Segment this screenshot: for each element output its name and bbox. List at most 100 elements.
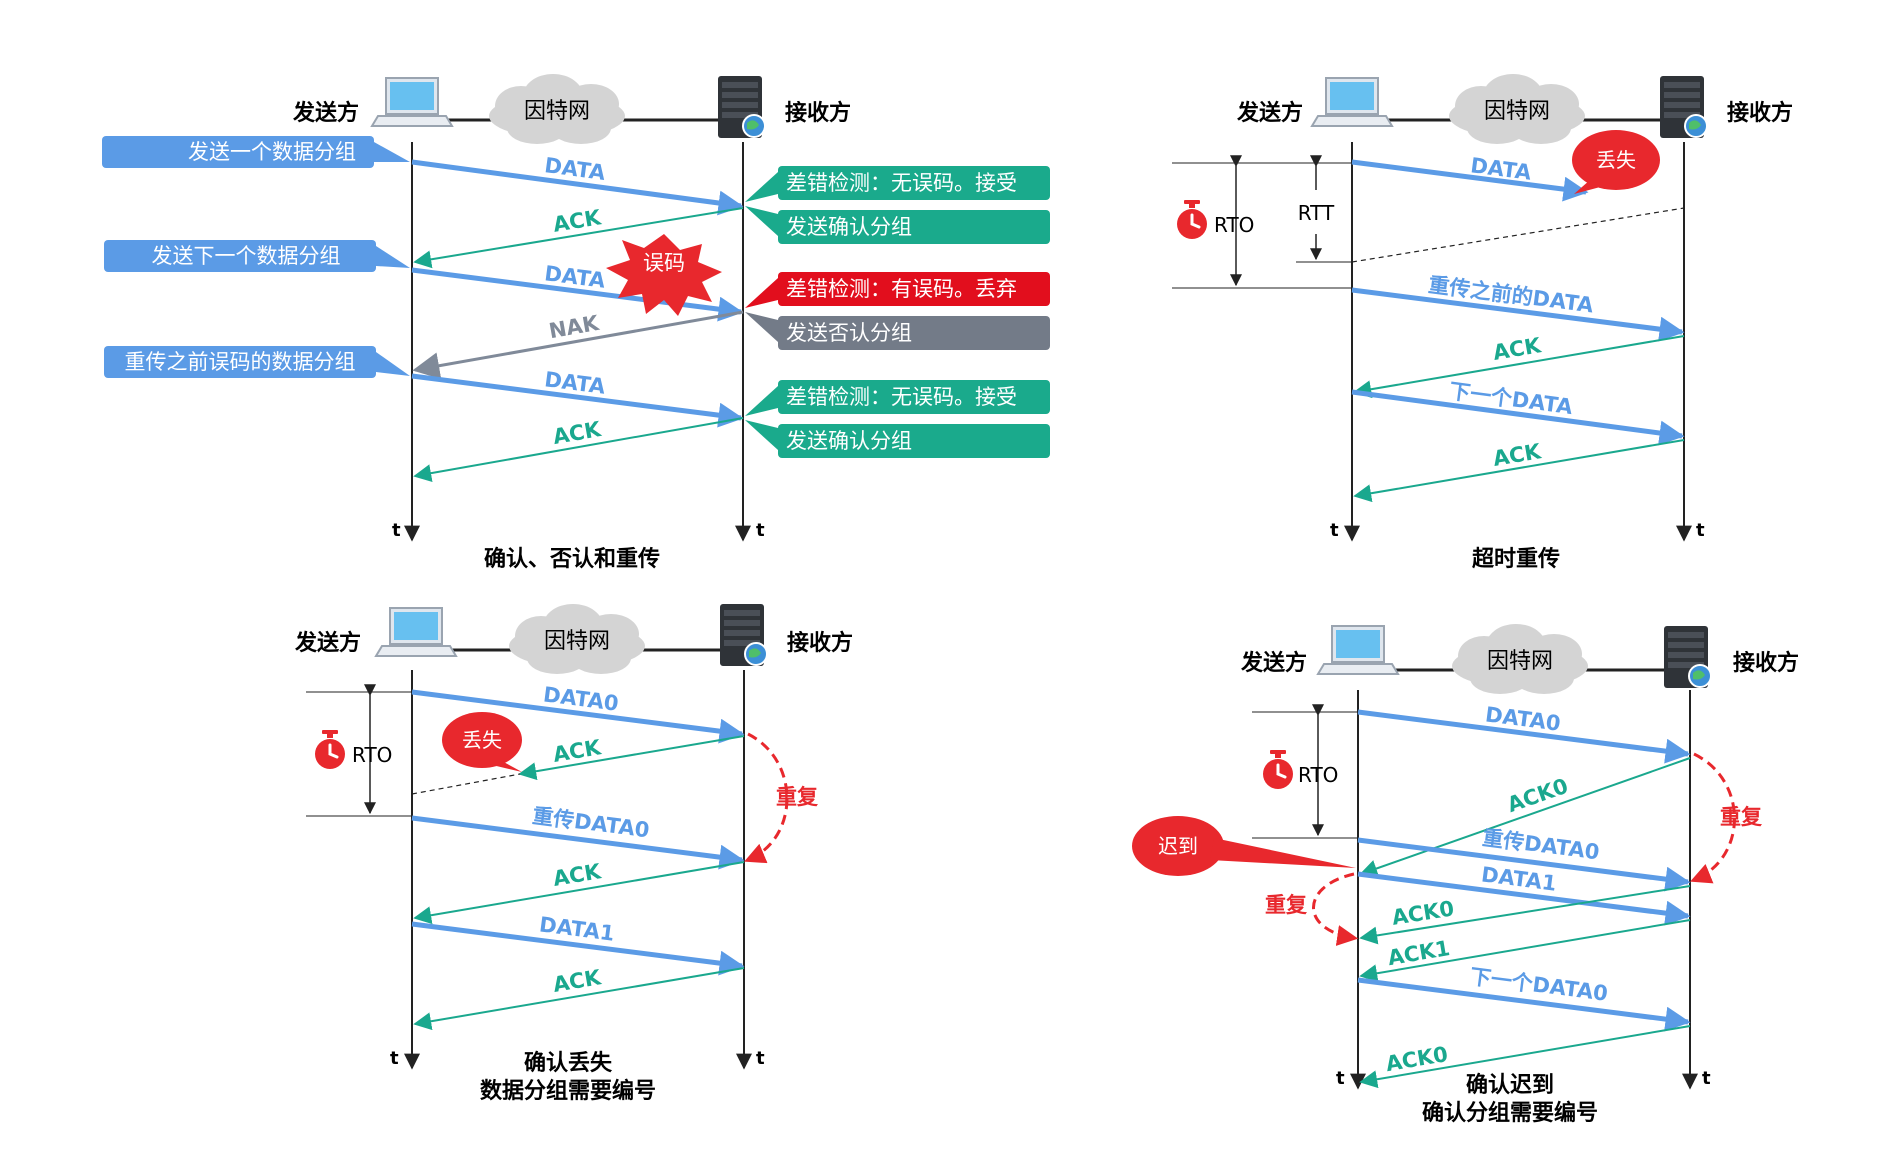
sender-label: 发送方 <box>294 630 361 656</box>
data-arrow <box>411 267 744 322</box>
sender-callout: 重传之前误码的数据分组 <box>104 346 410 378</box>
sender-label: 发送方 <box>1240 650 1307 676</box>
data-arrow <box>1357 709 1691 764</box>
panel-ack-lost: 因特网 发送方 接收方 t t RTO DATA0 ACK 丢失 重传DATA0… <box>294 603 853 1104</box>
time-label: t <box>1696 520 1705 541</box>
panel-caption: 确认迟到 <box>1466 1072 1554 1098</box>
svg-text:发送确认分组: 发送确认分组 <box>786 429 912 453</box>
internet-label: 因特网 <box>1484 99 1550 124</box>
panel-caption: 超时重传 <box>1472 547 1560 572</box>
svg-text:发送一个数据分组: 发送一个数据分组 <box>188 140 356 164</box>
data-arrow <box>1357 977 1691 1032</box>
ack-arrow <box>1359 919 1691 983</box>
arrow-label: ACK <box>1491 333 1543 365</box>
server-icon <box>719 603 768 667</box>
ack-arrow <box>413 967 745 1031</box>
ack-arrow <box>1353 439 1685 503</box>
dashed-ack-path <box>1351 207 1685 263</box>
time-label: t <box>1702 1068 1711 1089</box>
receiver-callout: 发送确认分组 <box>745 206 1050 244</box>
ack-arrow <box>413 417 744 483</box>
panel-caption: 确认丢失 <box>524 1050 613 1076</box>
panel-caption: 确认分组需要编号 <box>1422 1100 1598 1126</box>
svg-text:差错检测：无误码。接受: 差错检测：无误码。接受 <box>786 171 1017 195</box>
panel-ack-nak-retransmit: 因特网 发送方 接收方 t t 发送一个数据分组 发送下一个数据分组 重传之前误… <box>102 74 1050 572</box>
internet-label: 因特网 <box>524 99 590 124</box>
data-arrow <box>1351 159 1589 202</box>
panel-caption: 确认、否认和重传 <box>484 546 660 572</box>
svg-text:差错检测：无误码。接受: 差错检测：无误码。接受 <box>786 385 1017 409</box>
duplicate-label: 重复 <box>1720 805 1763 829</box>
ack-arrow <box>518 735 745 781</box>
sender-callout: 发送一个数据分组 <box>102 136 410 168</box>
panel-ack-late: 因特网 发送方 接收方 t t RTO DATA0 ACK0 重传DATA0 D… <box>1132 624 1799 1126</box>
duplicate-curve <box>744 732 789 864</box>
server-icon <box>1663 625 1712 689</box>
svg-text:差错检测：有误码。丢弃: 差错检测：有误码。丢弃 <box>786 277 1017 301</box>
data-arrow <box>411 159 744 216</box>
arrow-label: ACK1 <box>1386 936 1452 970</box>
time-label: t <box>1330 520 1339 541</box>
server-icon <box>717 75 766 139</box>
rto-label: RTO <box>352 743 392 767</box>
svg-text:重传之前误码的数据分组: 重传之前误码的数据分组 <box>125 350 356 374</box>
ack-arrow <box>1353 335 1685 399</box>
data-arrow <box>411 373 744 428</box>
arrow-label: ACK <box>551 965 603 997</box>
duplicate-label: 重复 <box>1265 893 1308 917</box>
svg-text:发送确认分组: 发送确认分组 <box>786 215 912 239</box>
sender-label: 发送方 <box>1236 100 1303 126</box>
sender-callout: 发送下一个数据分组 <box>104 240 410 272</box>
data-arrow <box>411 815 745 870</box>
ack-arrow <box>413 861 745 925</box>
rtt-label: RTT <box>1298 201 1335 225</box>
time-label: t <box>390 1048 399 1069</box>
receiver-label: 接收方 <box>785 100 851 126</box>
internet-label: 因特网 <box>544 629 610 654</box>
receiver-label: 接收方 <box>787 630 853 656</box>
data-arrow <box>411 921 745 976</box>
late-bubble: 迟到 <box>1132 816 1356 876</box>
arrow-label: 下一个DATA0 <box>1469 964 1610 1005</box>
lost-bubble: 丢失 <box>442 712 522 772</box>
rto-label: RTO <box>1298 763 1338 787</box>
svg-text:迟到: 迟到 <box>1158 834 1198 858</box>
duplicate-label: 重复 <box>776 785 819 809</box>
ack-arrow <box>1359 885 1691 945</box>
nak-arrow <box>412 310 744 380</box>
receiver-callout: 发送确认分组 <box>745 420 1050 458</box>
duplicate-curve <box>1312 872 1359 946</box>
laptop-icon <box>375 607 457 657</box>
svg-text:丢失: 丢失 <box>1596 148 1636 172</box>
panel-caption: 数据分组需要编号 <box>480 1078 656 1104</box>
arrow-label: ACK0 <box>1504 774 1571 817</box>
data-arrow <box>1357 837 1691 892</box>
sender-label: 发送方 <box>292 100 359 126</box>
time-label: t <box>756 1048 765 1069</box>
ack-arrow <box>1359 757 1691 878</box>
laptop-icon <box>371 77 453 127</box>
receiver-callout: 差错检测：有误码。丢弃 <box>745 272 1050 308</box>
panel-timeout-retransmit: 因特网 发送方 接收方 t t RTT RTO DATA 丢失 重传之前的DAT… <box>1172 74 1793 572</box>
receiver-callout: 发送否认分组 <box>745 312 1050 350</box>
duplicate-curve <box>1690 752 1736 884</box>
receiver-callout: 差错检测：无误码。接受 <box>745 166 1050 202</box>
svg-text:发送否认分组: 发送否认分组 <box>786 321 912 345</box>
receiver-label: 接收方 <box>1727 100 1793 126</box>
time-label: t <box>756 520 765 541</box>
server-icon <box>1659 75 1708 139</box>
data-arrow <box>1351 389 1685 446</box>
laptop-icon <box>1311 77 1393 127</box>
time-label: t <box>1336 1068 1345 1089</box>
rto-label: RTO <box>1214 213 1254 237</box>
data-arrow <box>1357 871 1691 926</box>
arrow-label: ACK <box>551 859 603 891</box>
timer-icon <box>1175 198 1209 241</box>
timer-icon <box>1261 748 1295 791</box>
ack-arrow <box>1359 1025 1691 1089</box>
dashed-ack-path <box>411 773 521 795</box>
svg-text:丢失: 丢失 <box>462 728 502 752</box>
timer-icon <box>313 728 347 771</box>
receiver-callout: 差错检测：无误码。接受 <box>745 380 1050 416</box>
